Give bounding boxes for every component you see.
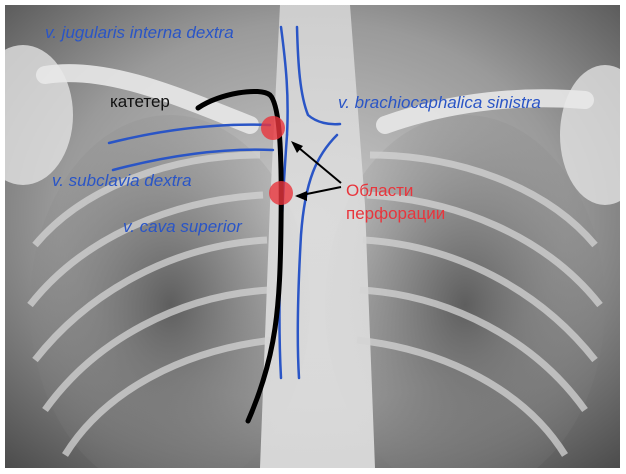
label-subclavian-vein: v. subclavia dextra	[52, 171, 192, 191]
xray-figure: v. jugularis interna dextra v. brachioca…	[5, 5, 620, 468]
perforation-zone-lower	[269, 181, 293, 205]
label-catheter: катетер	[110, 92, 170, 112]
label-brachiocephalic-vein: v. brachiocaphalica sinistra	[338, 93, 541, 113]
label-perforation-line2: перфорации	[346, 204, 445, 224]
label-vena-cava: v. cava superior	[123, 217, 242, 237]
label-jugular-vein: v. jugularis interna dextra	[45, 23, 234, 43]
perforation-zone-upper	[261, 116, 285, 140]
label-perforation-line1: Области	[346, 181, 413, 201]
chest-xray-image	[5, 5, 620, 468]
